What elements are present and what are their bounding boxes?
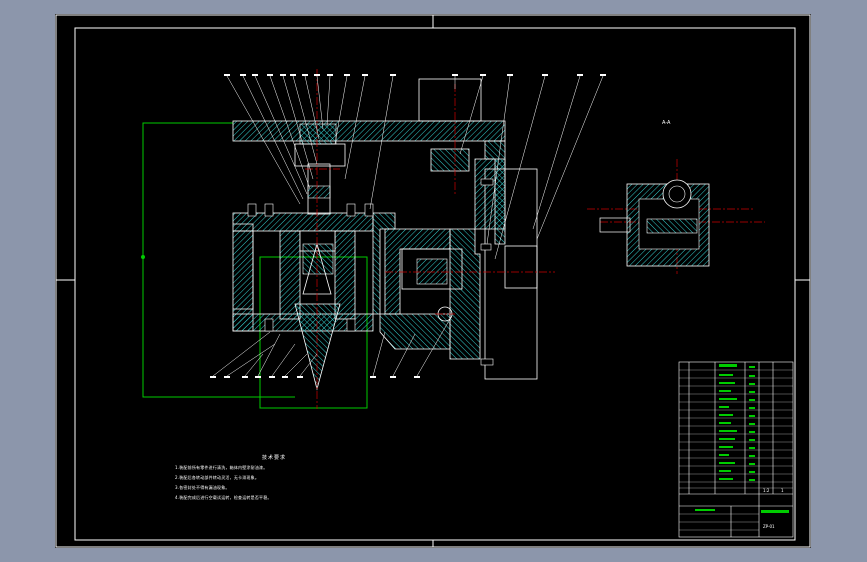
note-line: 2.装配后各转动部件转动灵活，无卡滞现象。	[175, 475, 260, 480]
note-line: 3.各密封处不得有漏油现象。	[175, 485, 230, 490]
title-block-drawing-number: ZP-01	[763, 524, 775, 529]
section-view-aa	[599, 179, 710, 267]
note-line: 1.装配前所有零件进行清洗，箱体内壁涂耐油漆。	[175, 465, 268, 470]
note-line: 4.装配完成后进行空载试运转，检查运转是否平稳。	[175, 495, 272, 500]
drawing-sheet: A-A 技术要求 1.装配前所有零件进行清洗，箱体内壁涂耐油漆。 2.装配后各转…	[55, 14, 811, 548]
item-balloons	[210, 74, 606, 378]
technical-requirements-title: 技术要求	[262, 455, 287, 461]
inner-border	[74, 27, 796, 541]
leader-lines	[212, 75, 604, 377]
title-block	[678, 361, 794, 538]
title-block-scale: 1:2	[763, 488, 770, 493]
cad-drawing	[55, 14, 811, 548]
main-assembly-section	[232, 78, 538, 391]
centering-marks	[56, 15, 810, 547]
title-block-rows	[679, 369, 793, 531]
title-block-entries	[695, 364, 789, 513]
section-view-label: A-A	[662, 120, 671, 126]
title-block-sheet: 1	[781, 488, 784, 493]
